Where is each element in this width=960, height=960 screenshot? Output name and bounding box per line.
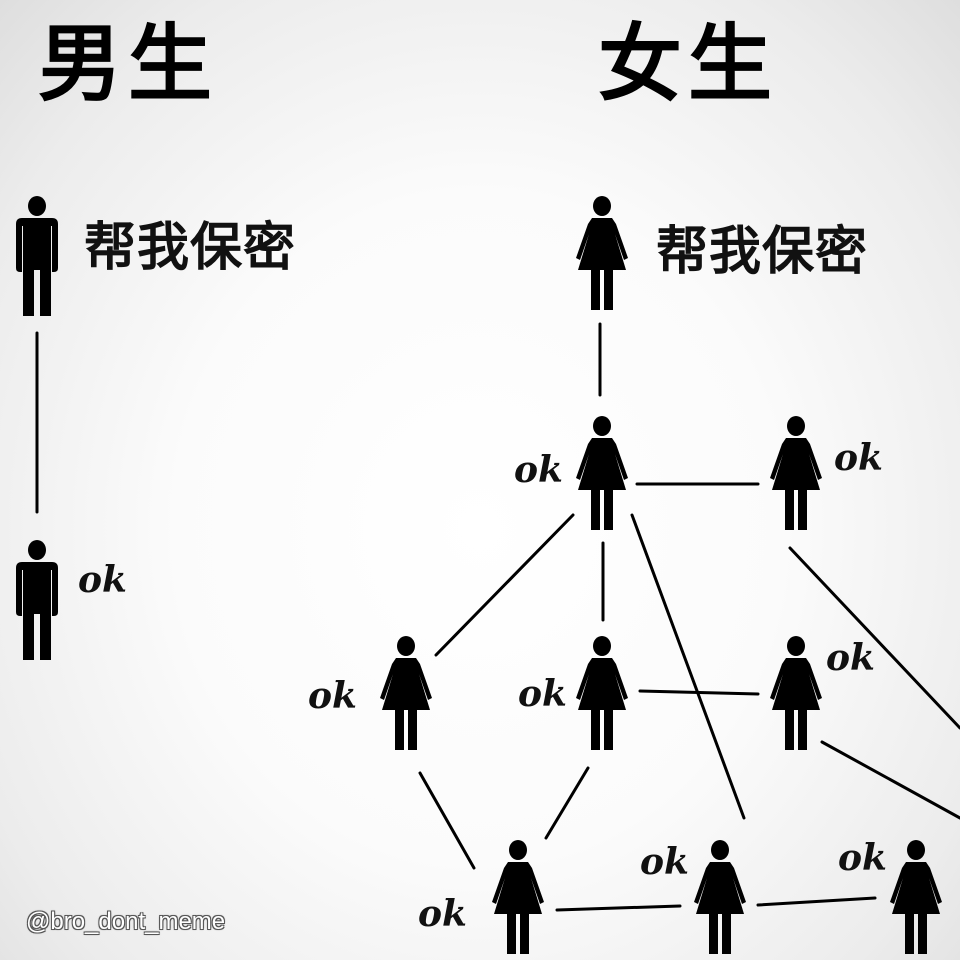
male-reply-label: ok xyxy=(78,559,127,601)
male-person-icon xyxy=(16,540,58,660)
female-person-icon xyxy=(770,636,822,750)
female-heading: 女生 xyxy=(598,15,779,113)
female-reply-label: ok xyxy=(418,893,467,935)
female-reply-label: ok xyxy=(514,449,563,491)
female-person-icon xyxy=(576,636,628,750)
female-connection-line xyxy=(555,904,682,912)
watermark: @bro_dont_meme xyxy=(26,908,226,935)
male-secret-text: 帮我保密 xyxy=(84,218,297,278)
female-secret-text: 帮我保密 xyxy=(656,222,869,282)
female-reply-label: ok xyxy=(834,437,883,479)
female-connection-line xyxy=(630,513,746,820)
female-person-icon xyxy=(694,840,746,954)
female-reply-label: ok xyxy=(518,673,567,715)
male-person-icon xyxy=(16,196,58,316)
female-person-icon xyxy=(492,840,544,954)
female-connection-line xyxy=(788,546,960,730)
female-connection-line xyxy=(638,689,760,696)
female-reply-label: ok xyxy=(826,637,875,679)
female-connection-line xyxy=(418,771,476,870)
female-person-icon xyxy=(576,416,628,530)
female-person-icon xyxy=(770,416,822,530)
female-connection-line xyxy=(434,513,575,657)
female-person-icon xyxy=(380,636,432,750)
female-reply-label: ok xyxy=(838,837,887,879)
female-connection-line xyxy=(820,740,960,820)
female-connection-line xyxy=(756,896,877,907)
female-person-icon xyxy=(576,196,628,310)
female-reply-label: ok xyxy=(308,675,357,717)
female-person-icon xyxy=(890,840,942,954)
female-connection-line xyxy=(544,766,590,840)
male-heading: 男生 xyxy=(38,15,219,113)
female-reply-label: ok xyxy=(640,841,689,883)
